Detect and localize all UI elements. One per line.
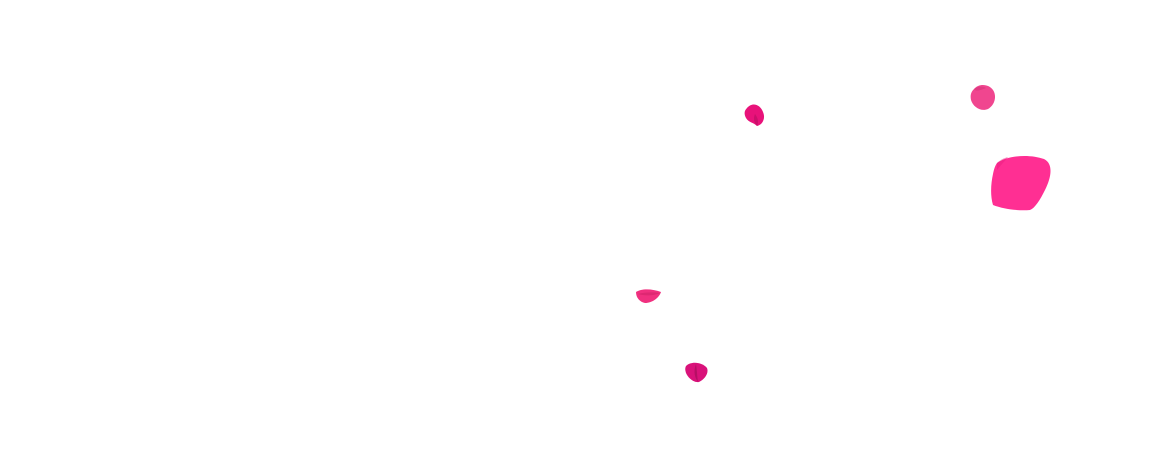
petal-2 <box>970 84 996 110</box>
petal-1 <box>744 104 765 126</box>
petal-4 <box>636 289 661 303</box>
petal-3 <box>991 155 1051 211</box>
petal-5 <box>685 362 708 383</box>
